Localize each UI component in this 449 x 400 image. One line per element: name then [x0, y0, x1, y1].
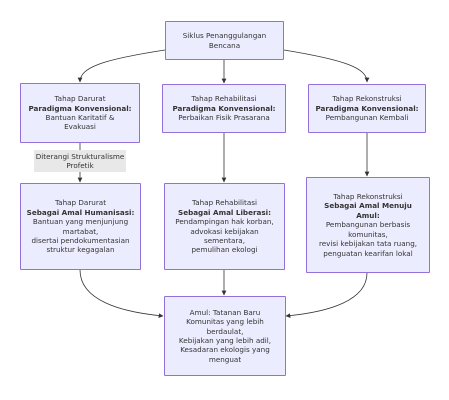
node-text: Sebagai Amal Menuju [324, 201, 412, 211]
node-darurat-konvensional: Tahap Darurat Paradigma Konvensional: Ba… [20, 83, 140, 143]
node-text: Pembangunan berbasis [325, 220, 411, 230]
node-text: menguat [208, 354, 242, 364]
node-text: Evakuasi [64, 122, 96, 132]
node-text: Paradigma Konvensional: [28, 103, 132, 113]
edge-cycle-to-darurat [77, 49, 166, 83]
node-rehabilitasi-amal-liberasi: Tahap Rehabilitasi Sebagai Amal Liberasi… [164, 183, 285, 270]
node-text: Tahap Rekonstruksi [332, 94, 402, 104]
node-text: pemulihan ekologi [191, 245, 258, 255]
node-darurat-amal-humanisasi: Tahap Darurat Sebagai Amal Humanisasi: B… [20, 183, 141, 270]
edge-amul-stage-to-amul [285, 272, 368, 318]
node-siklus-penanggulangan-bencana: Siklus Penanggulangan Bencana [165, 21, 284, 60]
node-text: Kebijakan yang lebih adil, [178, 336, 272, 345]
node-text: Amul: [356, 210, 380, 220]
node-rekonstruksi-amal-menuju-amul: Tahap Rekonstruksi Sebagai Amal Menuju A… [306, 177, 430, 273]
node-text: disertai pendokumentasian [31, 235, 130, 245]
node-text: martabat, [62, 226, 99, 236]
node-rekonstruksi-konvensional: Tahap Rekonstruksi Paradigma Konvensiona… [308, 84, 426, 133]
edge-cycle-to-rekonstruksi [283, 49, 370, 83]
node-text: Pendampingan hak korban, [175, 217, 274, 227]
node-text: Tahap Rehabilitasi [191, 94, 257, 104]
node-text: Pembangunan Kembali [325, 113, 409, 123]
node-text: Paradigma Konvensional: [315, 103, 419, 113]
node-text: sementara, [203, 235, 245, 245]
node-text: Komunitas yang lebih [186, 317, 264, 327]
node-text: Tahap Rekonstruksi [333, 192, 403, 202]
edge-label-strukturalisme-profetik: Diterangi Strukturalisme Profetik [34, 150, 126, 172]
node-text: komunitas, [348, 229, 388, 239]
node-text: Tahap Darurat [54, 198, 107, 208]
node-text: Tahap Darurat [54, 94, 106, 104]
node-text: Bencana [208, 40, 241, 50]
node-text: Amul: Tatanan Baru [189, 307, 261, 317]
node-text: Tahap Rehabilitasi [192, 198, 257, 208]
edge-label-text: Diterangi Strukturalisme [35, 151, 125, 161]
node-text: struktur kegagalan [46, 245, 115, 255]
node-text: Bantuan yang menjunjung [32, 217, 129, 227]
node-amul-tatanan-baru: Amul: Tatanan Baru Komunitas yang lebih … [164, 296, 286, 376]
node-text: revisi kebijakan tata ruang, [318, 239, 418, 249]
edge-humanisasi-to-amul [79, 269, 164, 318]
node-text: penguatan kearifan lokal [323, 248, 413, 258]
node-rehabilitasi-konvensional: Tahap Rehabilitasi Paradigma Konvensiona… [162, 84, 286, 133]
node-text: Perbaikan Fisik Prasarana [178, 113, 270, 123]
node-text: Kesadaran ekologis yang [180, 345, 270, 355]
node-text: Paradigma Konvensional: [172, 103, 276, 113]
node-text: advokasi kebijakan [190, 226, 259, 236]
edge-label-text: Profetik [66, 161, 94, 170]
node-text: Sebagai Amal Humanisasi: [26, 207, 135, 217]
node-text: Siklus Penanggulangan [182, 31, 267, 41]
node-text: Bantuan Karitatif & [45, 113, 115, 122]
node-text: Sebagai Amal Liberasi: [178, 207, 271, 217]
node-text: berdaulat, [206, 326, 244, 336]
